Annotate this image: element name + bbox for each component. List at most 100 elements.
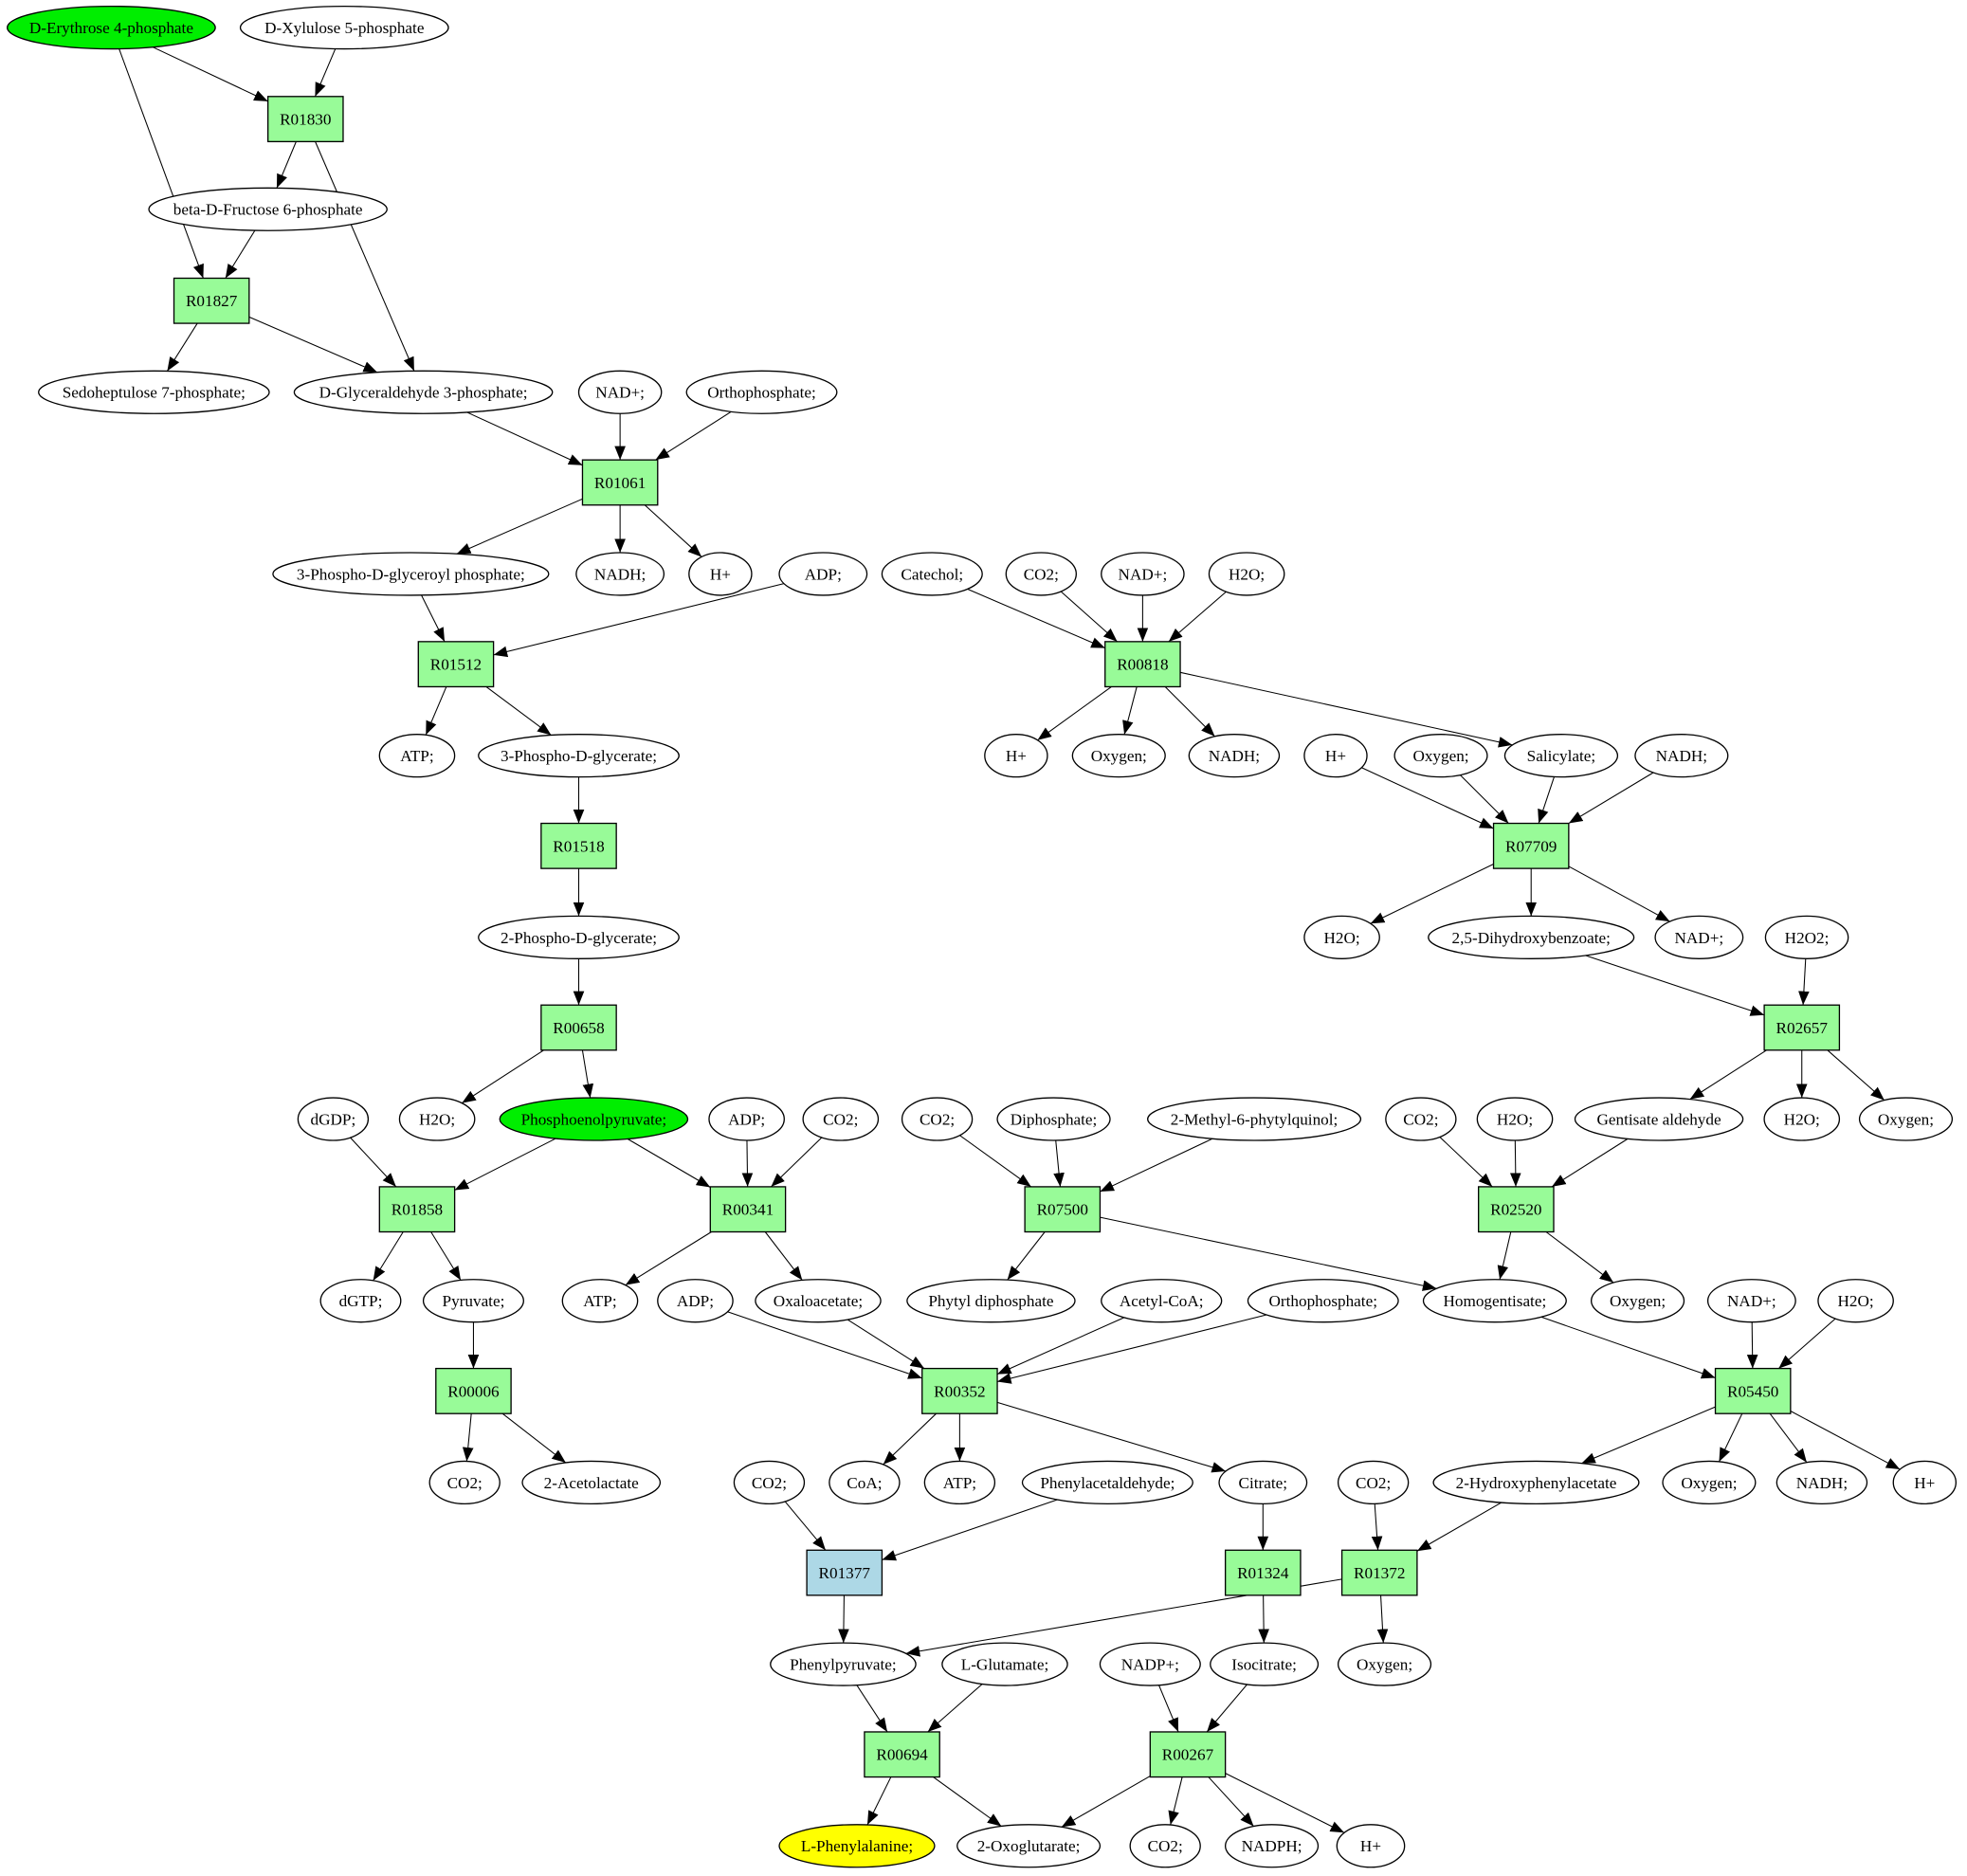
compound-node-dgdp[interactable]: dGDP; [297,1097,370,1141]
compound-node-nadh4[interactable]: NADH; [1776,1460,1868,1505]
compound-node-pg2[interactable]: 2-Phospho-D-glycerate; [478,915,680,959]
reaction-node-R01518[interactable]: R01518 [540,822,617,869]
compound-node-h2ob[interactable]: H2O; [1303,915,1380,959]
reaction-node-R07709[interactable]: R07709 [1492,822,1570,869]
compound-node-atp1[interactable]: ATP; [378,734,456,778]
reaction-node-R07500[interactable]: R07500 [1024,1186,1102,1233]
compound-node-nadh1[interactable]: NADH; [575,552,665,596]
compound-node-dhb[interactable]: 2,5-Dihydroxybenzoate; [1428,915,1635,959]
compound-node-nad2[interactable]: NAD+; [1101,552,1185,596]
compound-node-phytylpp[interactable]: Phytyl diphosphate [906,1279,1076,1323]
compound-node-citrate[interactable]: Citrate; [1218,1460,1308,1505]
compound-node-oxy2[interactable]: Oxygen; [1393,734,1488,778]
reaction-node-R00352[interactable]: R00352 [921,1367,998,1414]
compound-node-s7p[interactable]: Sedoheptulose 7-phosphate; [38,370,270,414]
reaction-node-R02657[interactable]: R02657 [1763,1004,1841,1051]
compound-node-g3p[interactable]: D-Glyceraldehyde 3-phosphate; [293,370,554,414]
compound-node-hpa[interactable]: 2-Hydroxyphenylacetate [1432,1460,1640,1505]
compound-node-h2o2[interactable]: H2O2; [1764,915,1849,959]
compound-node-coa[interactable]: CoA; [829,1460,901,1505]
reaction-node-R00818[interactable]: R00818 [1104,641,1181,688]
compound-node-f6p[interactable]: beta-D-Fructose 6-phosphate [148,187,388,231]
reaction-node-R01377[interactable]: R01377 [806,1549,883,1596]
reaction-node-R01858[interactable]: R01858 [378,1186,456,1233]
compound-node-phe[interactable]: L-Phenylalanine; [778,1824,936,1868]
compound-node-pg3[interactable]: 3-Phospho-D-glycerate; [478,734,680,778]
compound-node-h2oe[interactable]: H2O; [1763,1097,1841,1141]
compound-node-glu[interactable]: L-Glutamate; [941,1642,1068,1686]
compound-node-nad4[interactable]: NAD+; [1706,1279,1796,1323]
compound-node-pi1[interactable]: Orthophosphate; [685,370,838,414]
compound-node-co2f[interactable]: CO2; [733,1460,806,1505]
compound-node-phacald[interactable]: Phenylacetaldehyde; [1021,1460,1193,1505]
reaction-node-R01324[interactable]: R01324 [1224,1549,1302,1596]
compound-node-gentald[interactable]: Gentisate aldehyde [1574,1097,1744,1141]
compound-node-h2[interactable]: H+ [984,734,1048,778]
reaction-node-R05450[interactable]: R05450 [1714,1367,1792,1414]
compound-node-oxy4[interactable]: Oxygen; [1590,1279,1685,1323]
compound-node-oxy3[interactable]: Oxygen; [1858,1097,1954,1141]
compound-node-oaa[interactable]: Oxaloacetate; [755,1279,882,1323]
compound-node-akg[interactable]: 2-Oxoglutarate; [956,1824,1102,1868]
reaction-node-R00694[interactable]: R00694 [864,1731,940,1778]
compound-node-h2oa[interactable]: H2O; [1208,552,1285,596]
node-label: R00267 [1162,1746,1214,1764]
compound-node-pep[interactable]: Phosphoenolpyruvate; [499,1097,689,1141]
compound-node-bpg[interactable]: 3-Phospho-D-glyceroyl phosphate; [272,552,550,596]
compound-node-co2a[interactable]: CO2; [1005,552,1077,596]
compound-node-h2of[interactable]: H2O; [1817,1279,1894,1323]
compound-node-isocitrate[interactable]: Isocitrate; [1210,1642,1320,1686]
compound-node-h2oc[interactable]: H2O; [398,1097,476,1141]
compound-node-catechol[interactable]: Catechol; [881,552,983,596]
reaction-node-R02520[interactable]: R02520 [1478,1186,1555,1233]
compound-ellipse [688,552,753,596]
compound-node-diphosphate[interactable]: Diphosphate; [996,1097,1111,1141]
compound-node-co2e[interactable]: CO2; [428,1460,501,1505]
compound-node-co2d[interactable]: CO2; [1385,1097,1457,1141]
compound-node-h2od[interactable]: H2O; [1476,1097,1554,1141]
compound-node-oxy1[interactable]: Oxygen; [1071,734,1166,778]
compound-node-oxy5[interactable]: Oxygen; [1662,1460,1757,1505]
compound-node-adp3[interactable]: ADP; [657,1279,734,1323]
compound-node-h5[interactable]: H+ [1336,1824,1406,1868]
reaction-node-R00658[interactable]: R00658 [540,1004,617,1051]
compound-node-nad1[interactable]: NAD+; [577,370,663,414]
node-label: R01324 [1237,1564,1289,1582]
compound-node-h4[interactable]: H+ [1892,1460,1958,1505]
reaction-node-R01827[interactable]: R01827 [173,277,250,324]
compound-node-nadph[interactable]: NADPH; [1224,1824,1320,1868]
compound-node-acetolactate[interactable]: 2-Acetolactate [521,1460,662,1505]
compound-node-atp3[interactable]: ATP; [923,1460,996,1505]
compound-node-oxy6[interactable]: Oxygen; [1337,1642,1432,1686]
reaction-node-R01372[interactable]: R01372 [1340,1549,1418,1596]
compound-node-acoa[interactable]: Acetyl-CoA; [1101,1279,1223,1323]
compound-node-nadp[interactable]: NADP+; [1099,1642,1201,1686]
compound-node-atp2[interactable]: ATP; [561,1279,639,1323]
compound-node-h1[interactable]: H+ [688,552,753,596]
compound-node-salicylate[interactable]: Salicylate; [1503,734,1619,778]
compound-node-x5p[interactable]: D-Xylulose 5-phosphate [239,5,449,50]
reaction-node-R01830[interactable]: R01830 [266,96,344,143]
compound-node-phpyr[interactable]: Phenylpyruvate; [770,1642,917,1686]
reaction-node-R01512[interactable]: R01512 [417,641,495,688]
compound-node-nad3[interactable]: NAD+; [1654,915,1744,959]
compound-node-mpq[interactable]: 2-Methyl-6-phytylquinol; [1147,1097,1362,1141]
reaction-node-R01061[interactable]: R01061 [581,459,659,506]
compound-node-co2c[interactable]: CO2; [901,1097,974,1141]
compound-node-homogentisate[interactable]: Homogentisate; [1422,1279,1567,1323]
compound-node-nadh3[interactable]: NADH; [1634,734,1729,778]
compound-node-pyruvate[interactable]: Pyruvate; [422,1279,524,1323]
compound-node-nadh2[interactable]: NADH; [1188,734,1281,778]
compound-node-co2h[interactable]: CO2; [1129,1824,1201,1868]
reaction-node-R00267[interactable]: R00267 [1149,1731,1227,1778]
compound-node-adp1[interactable]: ADP; [778,552,868,596]
compound-node-adp2[interactable]: ADP; [708,1097,785,1141]
compound-node-e4p[interactable]: D-Erythrose 4-phosphate [7,5,216,50]
compound-node-dgtp[interactable]: dGTP; [319,1279,402,1323]
reaction-node-R00341[interactable]: R00341 [709,1186,787,1233]
compound-node-co2g[interactable]: CO2; [1337,1460,1410,1505]
reaction-node-R00006[interactable]: R00006 [435,1367,512,1414]
compound-node-h3[interactable]: H+ [1303,734,1368,778]
compound-node-co2b[interactable]: CO2; [802,1097,880,1141]
compound-node-pi2[interactable]: Orthophosphate; [1247,1279,1399,1323]
